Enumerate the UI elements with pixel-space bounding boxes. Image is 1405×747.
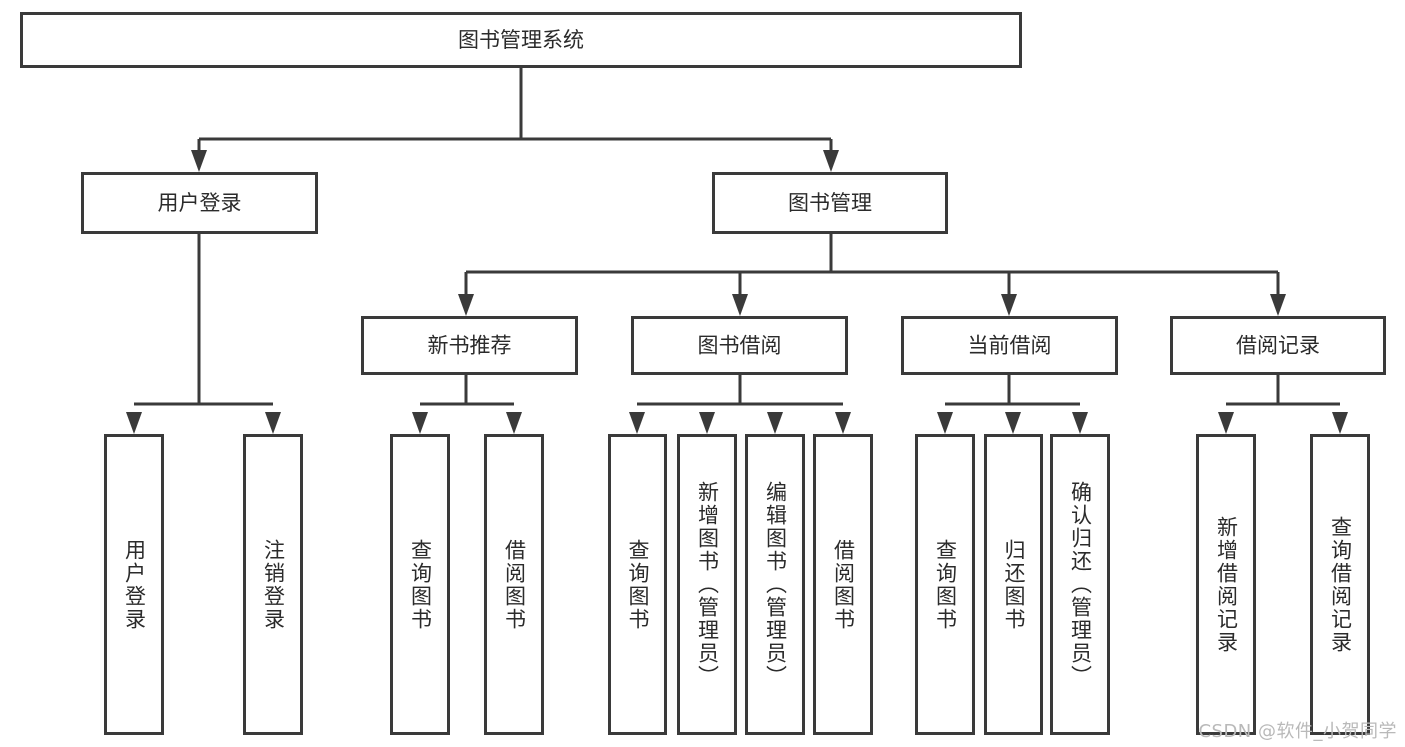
- arrow-leaf-query-record: [1332, 412, 1348, 434]
- arrow-leaf-confirm-return: [1072, 412, 1088, 434]
- level1-node-label-user-login: 用户登录: [158, 191, 242, 215]
- leaf-node-box-leaf-add-record[interactable]: [1196, 434, 1256, 735]
- level2-node-box-current-borrow[interactable]: [901, 316, 1118, 375]
- level2-node-box-borrow-record[interactable]: [1170, 316, 1386, 375]
- arrow-leaf-add-record: [1218, 412, 1234, 434]
- leaf-node-box-leaf-query-record[interactable]: [1310, 434, 1370, 735]
- edge-to-user-login-head: [191, 150, 207, 172]
- leaf-node-box-leaf-query-book-rec[interactable]: [390, 434, 450, 735]
- leaf-node-box-leaf-borrow-book-bb[interactable]: [813, 434, 873, 735]
- leaf-node-box-leaf-confirm-return[interactable]: [1050, 434, 1110, 735]
- edge-to-book-manage-head: [823, 150, 839, 172]
- arrow-leaf-query-book-rec: [412, 412, 428, 434]
- leaf-node-box-leaf-edit-book[interactable]: [745, 434, 805, 735]
- level1-node-box-user-login[interactable]: [81, 172, 318, 234]
- level2-node-label-current-borrow: 当前借阅: [968, 334, 1052, 358]
- edges-layer: [134, 68, 1340, 406]
- arrow-leaf-edit-book: [767, 412, 783, 434]
- root-node-label-root: 图书管理系统: [458, 28, 584, 52]
- leaf-node-box-leaf-query-book-bb[interactable]: [608, 434, 667, 735]
- csdn-watermark: CSDN @软件_小贺同学: [1198, 721, 1397, 742]
- arrow-leaf-query-book-bb: [629, 412, 645, 434]
- leaf-node-box-leaf-query-book-cb[interactable]: [915, 434, 975, 735]
- leaf-node-box-leaf-borrow-book-rec[interactable]: [484, 434, 544, 735]
- level2-node-box-book-borrow[interactable]: [631, 316, 848, 375]
- level1-node-label-book-manage: 图书管理: [788, 191, 872, 215]
- root-node-box-root[interactable]: [20, 12, 1022, 68]
- edge-to-borrow-record-head: [1270, 294, 1286, 316]
- arrow-leaf-user-login: [126, 412, 142, 434]
- arrow-leaf-add-book: [699, 412, 715, 434]
- leaf-node-box-leaf-add-book[interactable]: [677, 434, 737, 735]
- level2-node-label-book-borrow: 图书借阅: [698, 334, 782, 358]
- arrow-leaf-user-logout: [265, 412, 281, 434]
- level2-node-label-new-book-rec: 新书推荐: [428, 334, 512, 358]
- arrow-leaf-query-book-cb: [937, 412, 953, 434]
- arrow-leaf-borrow-book-bb: [835, 412, 851, 434]
- level2-node-label-borrow-record: 借阅记录: [1236, 334, 1320, 358]
- level2-node-box-new-book-rec[interactable]: [361, 316, 578, 375]
- arrow-leaf-borrow-book-rec: [506, 412, 522, 434]
- level1-node-box-book-manage[interactable]: [712, 172, 948, 234]
- leaf-node-box-leaf-user-login[interactable]: [104, 434, 164, 735]
- leaf-node-box-leaf-return-book[interactable]: [984, 434, 1043, 735]
- edge-to-new-book-rec-head: [458, 294, 474, 316]
- arrowheads-layer: [126, 150, 1348, 434]
- edge-to-book-borrow-head: [732, 294, 748, 316]
- edge-to-current-borrow-head: [1001, 294, 1017, 316]
- leaf-node-box-leaf-user-logout[interactable]: [243, 434, 303, 735]
- nodes-layer: [20, 12, 1386, 735]
- arrow-leaf-return-book: [1005, 412, 1021, 434]
